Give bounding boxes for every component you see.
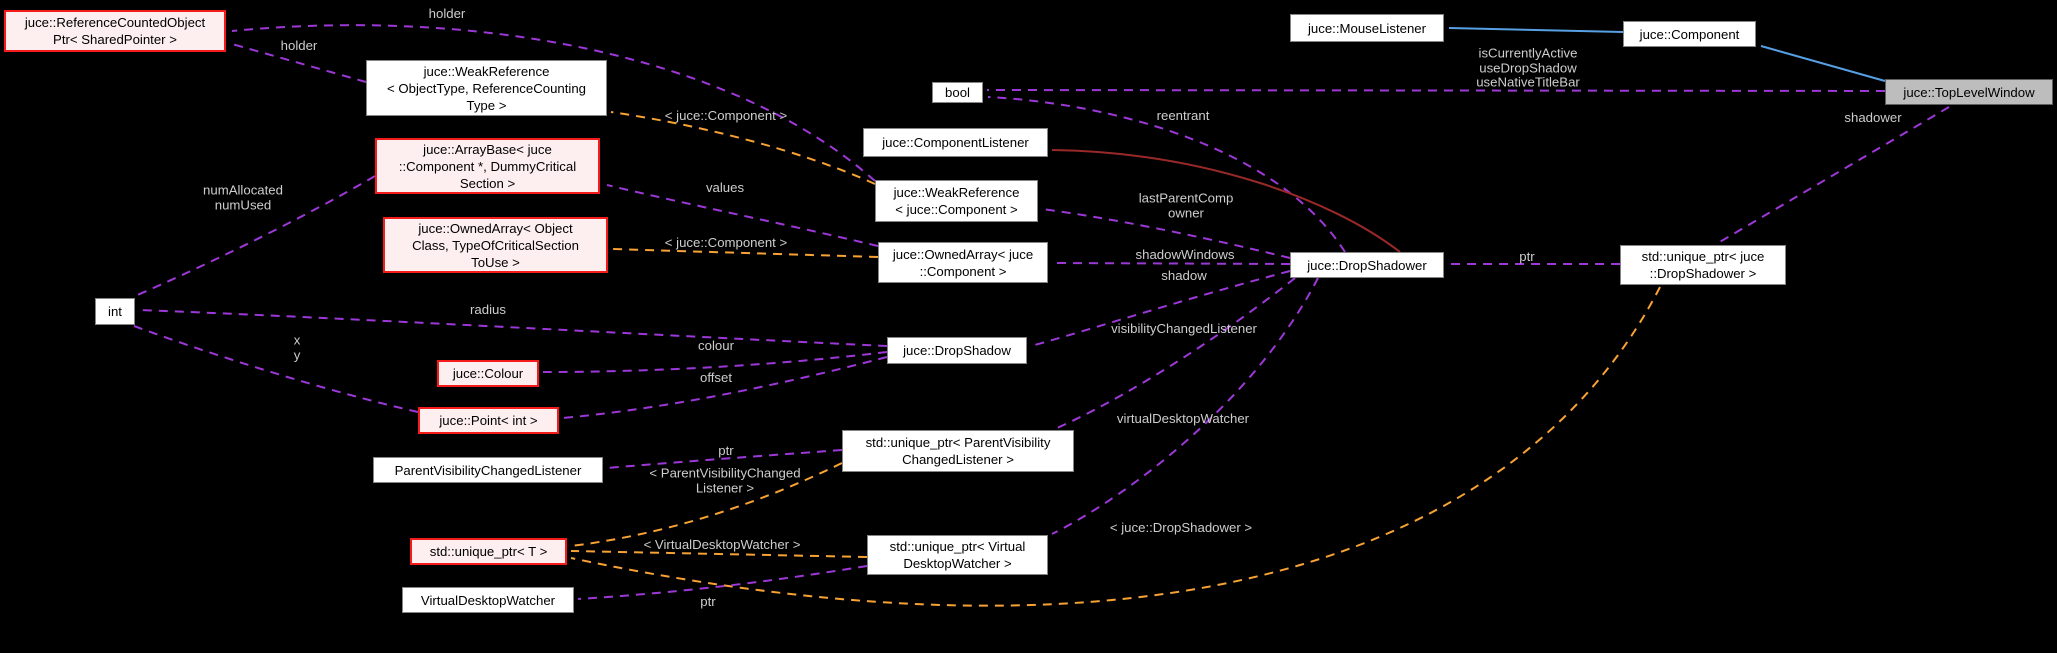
node-label-line: ::DropShadower > (1649, 266, 1757, 281)
edge-x-y (133, 325, 419, 413)
node-label-line: juce::Component (1639, 26, 1740, 42)
node-label-line: std::unique_ptr< Virtual (889, 539, 1026, 554)
edge-tmpl-parentvisibility (570, 462, 843, 547)
node-label-line: juce::OwnedArray< juce (892, 246, 1034, 262)
edge-values (606, 184, 879, 247)
node-arraybase[interactable]: juce::ArrayBase< juce::Component *, Dumm… (375, 138, 600, 194)
edge-inherit-mouselistener (1448, 27, 1624, 33)
edge-inherit-component (1760, 45, 1886, 82)
node-label-line: std::unique_ptr< ParentVisibility (865, 435, 1051, 450)
node-label-line: ToUse > (471, 254, 520, 270)
edge-shadowwindows (1051, 262, 1291, 265)
edge-ptr-virtualdesktop (577, 565, 868, 600)
edge-shadower (1717, 106, 1950, 244)
edge-holder-top (231, 24, 876, 182)
edge-virtualdesktopwatcher (1051, 277, 1319, 535)
node-label-line: std::unique_ptr< T > (429, 544, 548, 559)
edge-lastparentcomp (1041, 208, 1291, 259)
node-label-line: ChangedListener > (902, 452, 1014, 467)
node-label-line: juce::WeakReference (893, 185, 1020, 200)
node-mouselistener[interactable]: juce::MouseListener (1290, 14, 1444, 42)
node-component-listener[interactable]: juce::ComponentListener (863, 128, 1048, 157)
edge-tlw-bool (986, 89, 1886, 92)
node-label-line: < ObjectType, ReferenceCounting (386, 80, 587, 96)
edge-inherit-componentlistener (1051, 149, 1401, 253)
node-dropshadower[interactable]: juce::DropShadower (1290, 252, 1444, 278)
edge-tmpl-ownedarray (611, 248, 879, 258)
node-label-line: Section > (459, 175, 516, 191)
node-label-line: VirtualDesktopWatcher (420, 592, 556, 608)
node-label-line: < juce::Component > (895, 202, 1018, 217)
node-point-int[interactable]: juce::Point< int > (418, 407, 559, 434)
node-virtual-desktop-watcher[interactable]: VirtualDesktopWatcher (402, 587, 574, 613)
node-toplevelwindow[interactable]: juce::TopLevelWindow (1885, 79, 2053, 105)
edge-shadow (1030, 270, 1291, 347)
node-label-line: Type > (466, 97, 507, 113)
node-label-line: Ptr< SharedPointer > (53, 32, 177, 47)
edge-reentrant (987, 96, 1346, 253)
node-weakref-generic[interactable]: juce::WeakReference< ObjectType, Referen… (366, 60, 607, 116)
edge-ptr-parentvisibility (606, 449, 843, 469)
node-label-line: juce::DropShadow (903, 343, 1011, 358)
edge-tmpl-weakref (610, 111, 876, 185)
node-ownedarray-component[interactable]: juce::OwnedArray< juce::Component > (878, 242, 1048, 283)
node-bool[interactable]: bool (932, 82, 983, 103)
edge-visibilitychangedlistener (1056, 277, 1296, 429)
edge-colour (542, 351, 888, 373)
node-int[interactable]: int (95, 298, 135, 325)
node-label-line: std::unique_ptr< juce (1641, 249, 1765, 264)
node-label-line: ::Component *, DummyCritical (398, 158, 577, 174)
node-unique-ptr-t[interactable]: std::unique_ptr< T > (410, 538, 567, 565)
edge-holder-mid (231, 43, 367, 83)
node-label-line: int (108, 304, 122, 319)
node-label-line: juce::ComponentListener (882, 135, 1029, 150)
node-weakref-component[interactable]: juce::WeakReference< juce::Component > (875, 180, 1038, 222)
edge-offset (562, 356, 888, 419)
node-label-line: juce::TopLevelWindow (1903, 84, 2035, 100)
node-dropshadow[interactable]: juce::DropShadow (887, 337, 1027, 364)
node-label-line: Class, TypeOfCriticalSection (412, 237, 579, 253)
edge-tmpl-dropshadower (570, 286, 1661, 607)
edge-numallocated (134, 175, 376, 297)
node-parent-visibility-changed-listener[interactable]: ParentVisibilityChangedListener (373, 457, 603, 483)
node-label-line: ParentVisibilityChangedListener (394, 462, 582, 478)
node-component[interactable]: juce::Component (1623, 21, 1756, 47)
node-label-line: ::Component > (919, 263, 1007, 279)
node-label-line: juce::OwnedArray< Object (418, 220, 573, 236)
node-colour[interactable]: juce::Colour (437, 360, 539, 387)
node-label-line: juce::MouseListener (1307, 20, 1427, 36)
node-unique-ptr-dropshadower[interactable]: std::unique_ptr< juce::DropShadower > (1620, 245, 1786, 285)
node-label-line: bool (945, 85, 970, 100)
edge-tmpl-virtualdesktop (570, 550, 868, 558)
node-label-line: juce::Point< int > (439, 413, 538, 428)
node-label-line: juce::Colour (452, 366, 524, 381)
node-label-line: juce::WeakReference (423, 63, 550, 79)
node-label-line: juce::ArrayBase< juce (423, 141, 552, 157)
node-label-line: DesktopWatcher > (903, 556, 1012, 571)
edge-radius (139, 309, 888, 347)
node-label-line: juce::ReferenceCountedObject (24, 15, 206, 30)
node-label-line: juce::DropShadower (1307, 257, 1427, 273)
